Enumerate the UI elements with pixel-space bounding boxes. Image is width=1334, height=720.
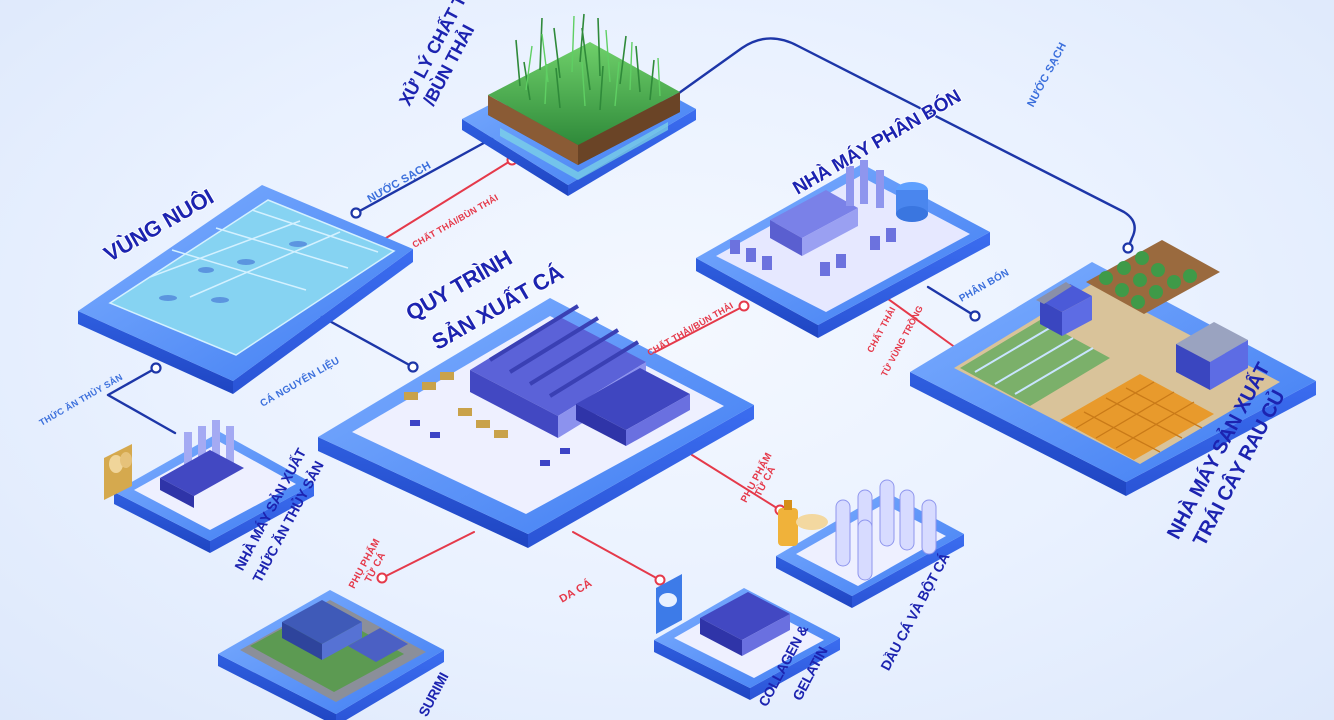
flow-phu-pham-right — [691, 454, 781, 511]
dot — [969, 310, 981, 322]
dot — [738, 300, 750, 312]
dot — [150, 362, 162, 374]
dot — [654, 574, 666, 586]
platform-surimi — [218, 590, 444, 720]
barn-left — [1036, 282, 1092, 336]
platform-dau-ca — [776, 479, 964, 608]
flow-da-ca — [572, 531, 661, 581]
flow-nuoc-sach-right — [670, 37, 1136, 250]
flow-ca-nguyen-lieu — [313, 311, 415, 369]
flow-chat-thai-2 — [639, 305, 745, 361]
flow-nuoc-sach-left — [354, 131, 504, 215]
flow-phu-pham-left — [381, 531, 475, 579]
platform-quy-trinh — [318, 298, 754, 548]
platform-thuc-an — [104, 420, 314, 553]
flow-chat-thai-vung-trong — [883, 295, 957, 349]
platform-xu-ly-chat-thai — [462, 13, 696, 196]
flow-chat-thai-1 — [385, 159, 513, 239]
platform-vung-nuoi — [78, 185, 413, 394]
platform-rau-cu — [910, 240, 1316, 496]
dot — [350, 207, 362, 219]
flow-phan-bon — [926, 285, 977, 318]
dot — [1122, 242, 1134, 254]
dot — [407, 361, 419, 373]
flow-thuc-an-thuy-san — [106, 366, 177, 435]
barn-right — [1176, 322, 1248, 390]
platform-phan-bon — [696, 160, 990, 338]
dot — [376, 572, 388, 584]
platform-collagen — [654, 574, 840, 700]
